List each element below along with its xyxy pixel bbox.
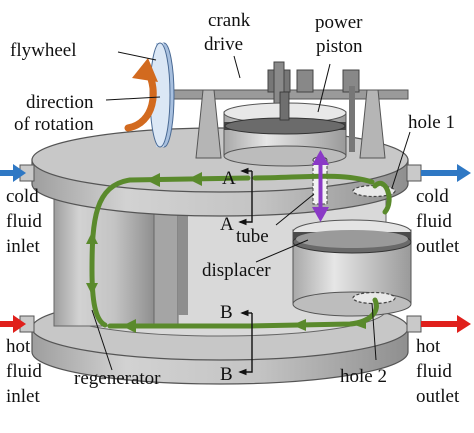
label-cold-outlet-2: fluid [416, 211, 452, 232]
cold-fluid-outlet-arrow [421, 164, 471, 182]
label-displacer: displacer [202, 260, 271, 281]
label-regenerator: regenerator [74, 368, 161, 389]
label-flywheel: flywheel [10, 40, 76, 61]
label-hole-2: hole 2 [340, 366, 387, 387]
label-hot-inlet-2: fluid [6, 361, 42, 382]
displacer-cylinder [292, 219, 412, 317]
label-power-line2: piston [316, 36, 363, 57]
hot-fluid-inlet-arrow [0, 315, 26, 333]
label-hot-outlet-2: fluid [416, 361, 452, 382]
label-section-a-bottom: A [220, 214, 234, 235]
hot-fluid-outlet-arrow [421, 315, 471, 333]
leader-lines [91, 51, 411, 371]
label-cold-inlet-3: inlet [6, 236, 40, 257]
label-section-a-top: A [222, 168, 236, 189]
rotation-direction-arrow [124, 58, 158, 132]
section-line-b [238, 309, 253, 376]
tube-flow-arrow [312, 150, 329, 222]
label-hot-outlet-3: outlet [416, 386, 460, 407]
label-hot-inlet-1: hot [6, 336, 31, 357]
label-direction-line2: of rotation [14, 114, 94, 135]
label-cold-outlet-1: cold [416, 186, 449, 207]
label-section-b-bottom: B [220, 364, 233, 385]
label-cold-outlet-3: outlet [416, 236, 460, 257]
label-power-line1: power [315, 12, 363, 33]
label-hole-1: hole 1 [408, 112, 455, 133]
label-cold-inlet-1: cold [6, 186, 39, 207]
label-section-b-top: B [220, 302, 233, 323]
label-cold-inlet-2: fluid [6, 211, 42, 232]
flow-direction-arrows [86, 172, 366, 333]
label-crank-line1: crank [208, 10, 251, 31]
power-piston-cylinder [223, 91, 347, 167]
cold-fluid-inlet-arrow [0, 164, 26, 182]
labels: flywheel direction of rotation crank dri… [6, 10, 460, 407]
flywheel [149, 42, 175, 148]
label-crank-line2: drive [204, 34, 243, 55]
label-tube: tube [236, 226, 269, 247]
ports [19, 164, 422, 333]
label-hot-inlet-3: inlet [6, 386, 40, 407]
section-line-a [238, 167, 253, 226]
label-hot-outlet-1: hot [416, 336, 441, 357]
label-direction-line1: direction [26, 92, 94, 113]
